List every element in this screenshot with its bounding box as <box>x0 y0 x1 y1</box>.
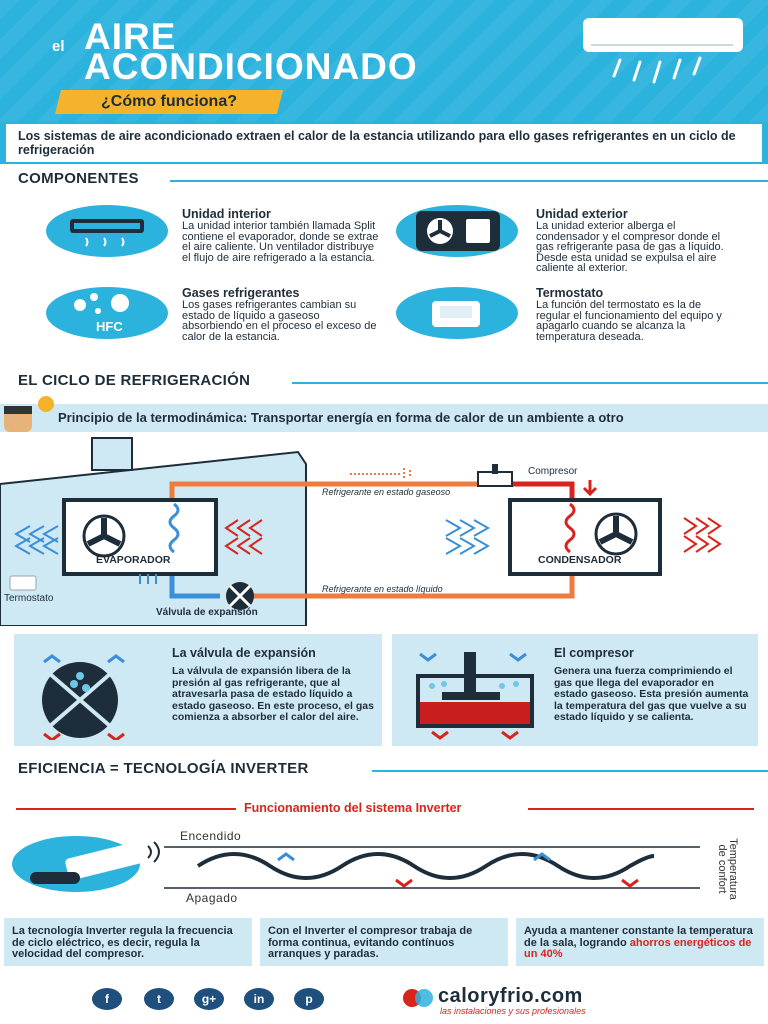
remote-control-icon <box>12 836 160 892</box>
condenser-label: CONDENSADOR <box>538 554 622 566</box>
inverter-on-label: Encendido <box>180 829 242 843</box>
thinker-icon <box>4 396 54 432</box>
principle-band: Principio de la termodinámica: Transport… <box>0 404 768 432</box>
title-line-2: ACONDICIONADO <box>84 46 418 87</box>
hfc-label: HFC <box>96 319 123 334</box>
valve-label: Válvula de expansión <box>156 607 258 618</box>
component-text-indoor: La unidad interior también llamada Split… <box>182 220 379 264</box>
cycle-heading: EL CICLO DE REFRIGERACIÓN <box>18 372 251 389</box>
component-text-outdoor: La unidad exterior alberga el condensado… <box>536 220 724 274</box>
component-title-thermostat: Termostato <box>536 286 604 300</box>
valve-panel: La válvula de expansión La válvula de ex… <box>14 634 382 746</box>
outdoor-unit-icon <box>396 205 518 257</box>
inverter-heading: EFICIENCIA = TECNOLOGÍA INVERTER <box>18 760 309 777</box>
caloryfrio-logo-icon <box>403 989 433 1007</box>
brand-name[interactable]: caloryfrio.com <box>438 985 583 1007</box>
inverter-subheading: Funcionamiento del sistema Inverter <box>244 801 462 815</box>
principle-text: Principio de la termodinámica: Transport… <box>58 410 624 425</box>
inverter-box-1-text: La tecnología Inverter regula la frecuen… <box>12 925 233 960</box>
compressor-label: Compresor <box>528 466 578 477</box>
inverter-box-2: Con el Inverter el compresor trabaja de … <box>260 918 508 966</box>
refrigeration-cycle-diagram <box>0 437 722 626</box>
google-plus-icon[interactable]: g+ <box>194 988 224 1010</box>
intro-text: Los sistemas de aire acondicionado extra… <box>6 124 762 162</box>
component-title-outdoor: Unidad exterior <box>536 207 628 221</box>
title-prefix: el <box>52 38 65 55</box>
ac-unit-icon <box>583 18 743 52</box>
liquid-line-label: Refrigerante en estado líquido <box>322 584 443 594</box>
inverter-box-3-text: Ayuda a mantener constante la temperatur… <box>524 925 756 961</box>
twitter-icon[interactable]: t <box>144 988 174 1010</box>
subtitle-ribbon: ¿Cómo funciona? <box>55 90 283 114</box>
thermostat-label: Termostato <box>4 593 54 604</box>
compressor-panel: El compresor Genera una fuerza comprimie… <box>392 634 758 746</box>
component-title-indoor: Unidad interior <box>182 207 271 221</box>
gas-line-label: Refrigerante en estado gaseoso <box>322 487 451 497</box>
cycle-rule <box>292 382 768 384</box>
component-text-gases: Los gases refrigerantes cambian su estad… <box>182 299 377 343</box>
component-title-gases: Gases refrigerantes <box>182 286 300 300</box>
compressor-panel-text: Genera una fuerza comprimiendo el gas qu… <box>554 665 749 723</box>
components-rule <box>170 180 768 182</box>
indoor-unit-icon <box>46 205 168 257</box>
inverter-rule <box>372 770 768 772</box>
pinterest-icon[interactable]: p <box>294 988 324 1010</box>
component-text-thermostat: La función del termostato es la de regul… <box>536 299 722 343</box>
intro-band: Los sistemas de aire acondicionado extra… <box>0 122 768 164</box>
title-line-1: AIRE <box>84 16 177 57</box>
valve-panel-title: La válvula de expansión <box>172 646 316 660</box>
inverter-off-label: Apagado <box>186 891 238 905</box>
components-heading: COMPONENTES <box>18 170 139 187</box>
inverter-box-3: Ayuda a mantener constante la temperatur… <box>516 918 764 966</box>
compressor-panel-title: El compresor <box>554 646 634 660</box>
inverter-axis-label: Temperatura de confort <box>716 838 739 900</box>
linkedin-icon[interactable]: in <box>244 988 274 1010</box>
inverter-wave-chart <box>164 846 700 889</box>
inverter-box-1: La tecnología Inverter regula la frecuen… <box>4 918 252 966</box>
hfc-icon: HFC <box>46 287 168 339</box>
inverter-box-3-body: Ayuda a mantener constante la temperatur… <box>524 925 753 949</box>
inverter-box-2-text: Con el Inverter el compresor trabaja de … <box>268 925 473 960</box>
airflow-icon <box>612 56 702 84</box>
header-banner: el AIRE ACONDICIONADO ¿Cómo funciona? <box>0 0 768 122</box>
subtitle: ¿Cómo funciona? <box>101 93 237 110</box>
inverter-sub-rule-right <box>528 808 754 810</box>
evaporator-label: EVAPORADOR <box>96 554 171 566</box>
compressor-icon <box>416 652 534 740</box>
facebook-icon[interactable]: f <box>92 988 122 1010</box>
inverter-sub-rule-left <box>16 808 236 810</box>
expansion-valve-icon <box>42 654 125 740</box>
thermostat-icon <box>396 287 518 339</box>
inverter-axis-label-wrap: Temperatura de confort <box>698 838 754 900</box>
brand-tagline: las instalaciones y sus profesionales <box>440 1006 586 1016</box>
savings-highlight: ahorros energéticos de un 40% <box>524 936 752 960</box>
valve-panel-text: La válvula de expansión libera de la pre… <box>172 665 374 723</box>
